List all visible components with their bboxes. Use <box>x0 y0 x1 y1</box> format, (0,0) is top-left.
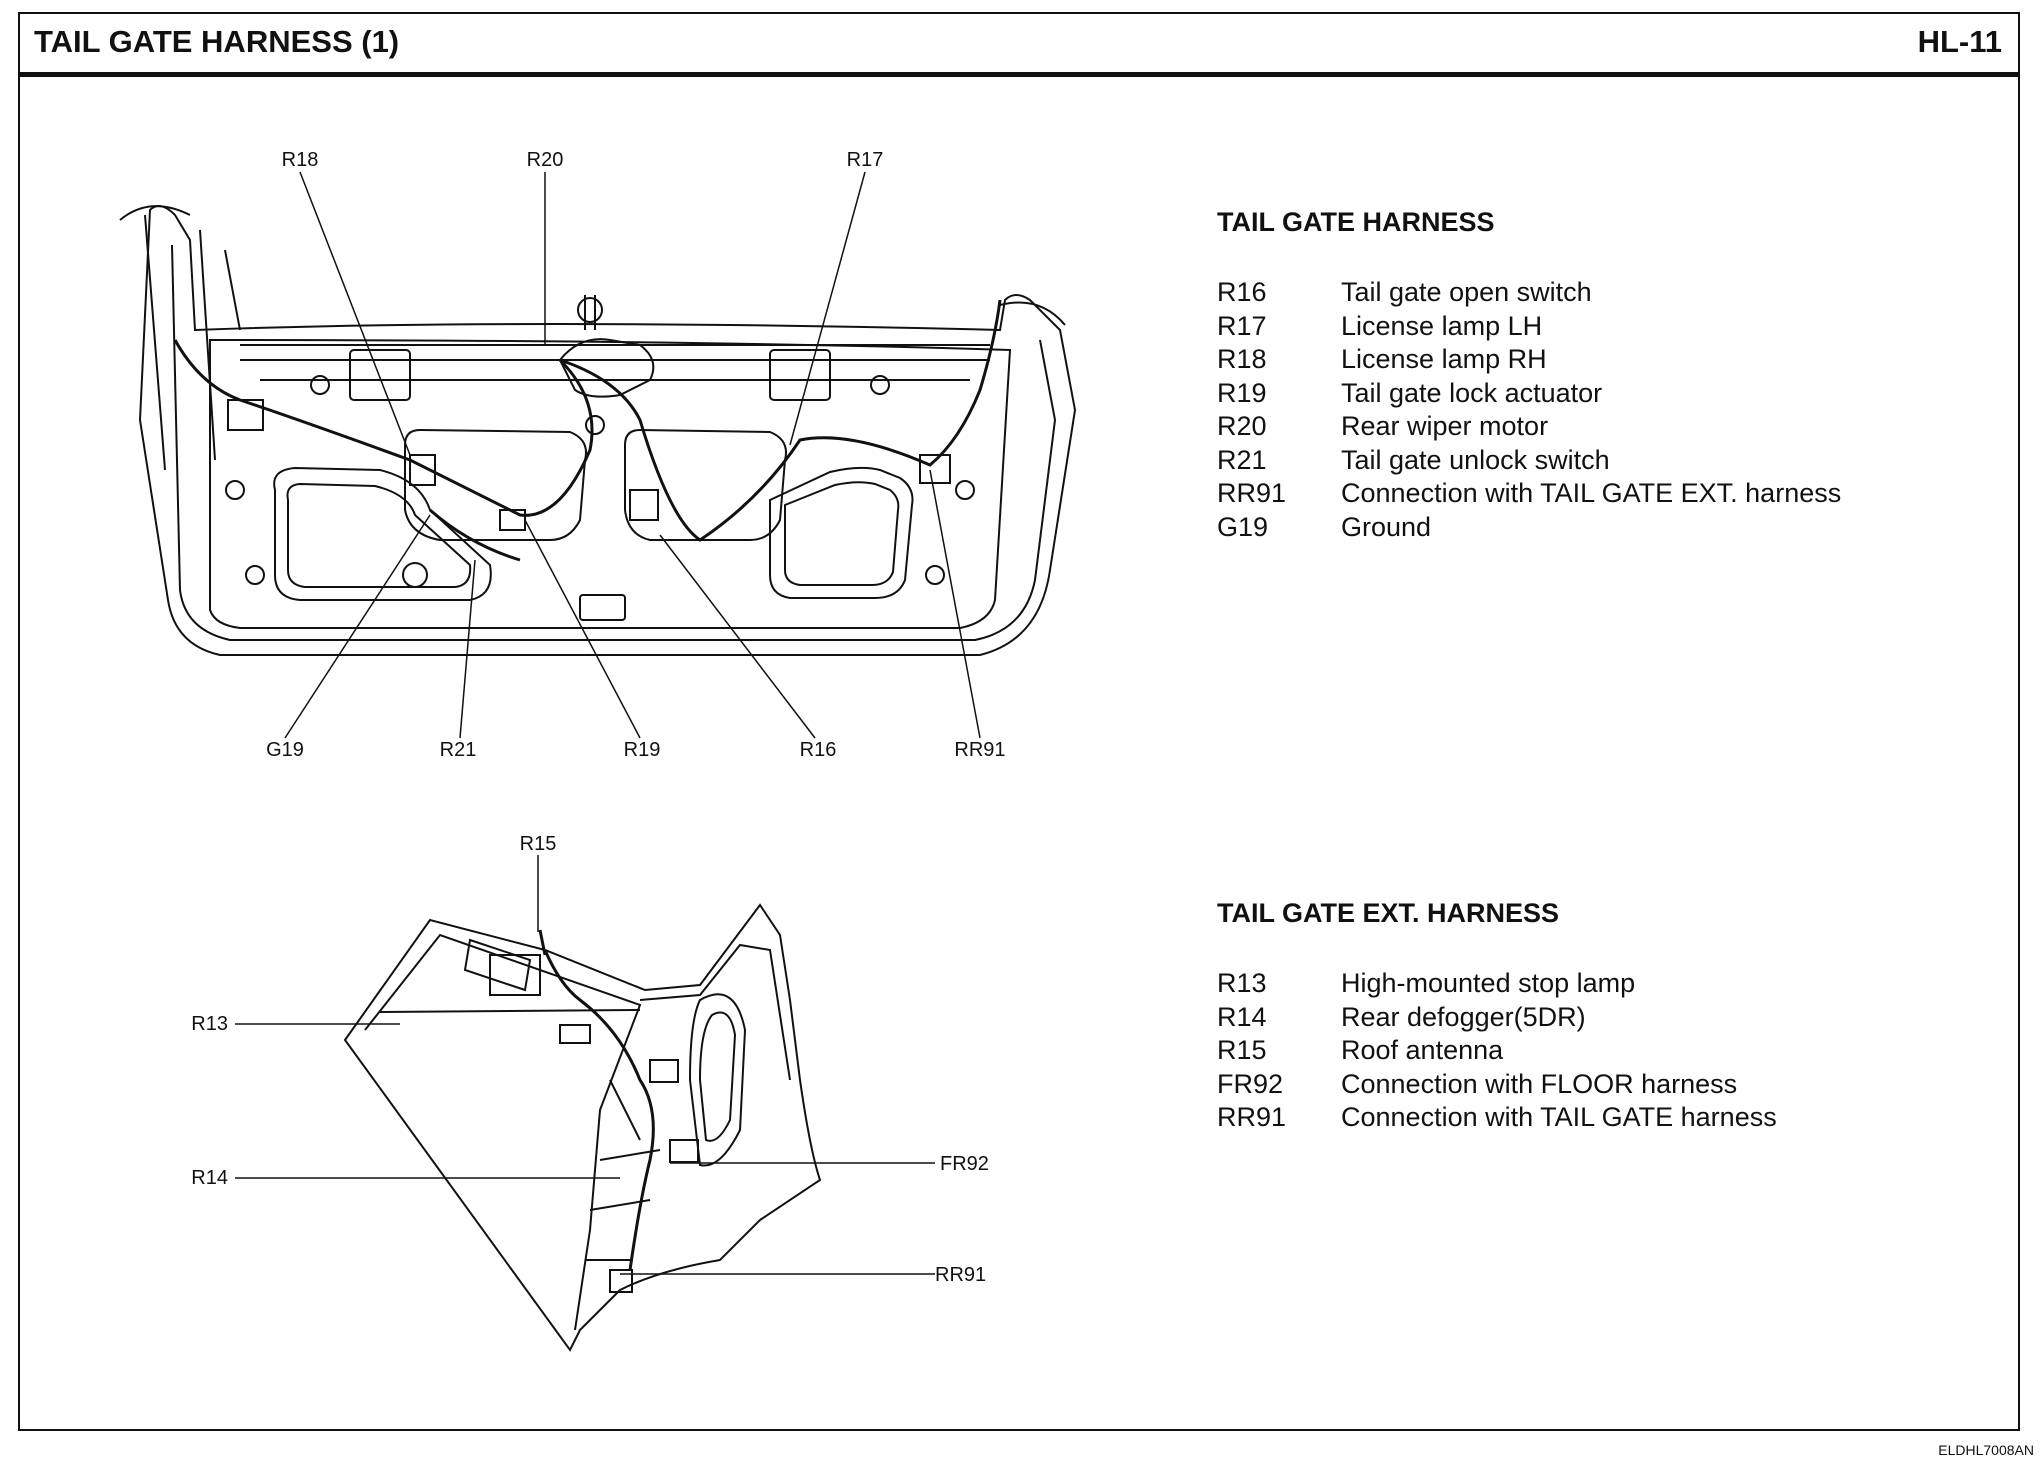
legend-desc: Connection with TAIL GATE EXT. harness <box>1341 478 1842 508</box>
top-leader-lines <box>284 171 981 739</box>
legend-title: TAIL GATE HARNESS <box>1217 207 1495 237</box>
page-frame: TAIL GATE HARNESS (1) HL-11 <box>18 12 2020 1431</box>
callout-rr91-bottom: RR91 <box>935 1264 986 1286</box>
legend-desc: License lamp LH <box>1341 310 1543 341</box>
legend-desc: Connection with FLOOR harness <box>1341 1068 1738 1099</box>
legend-code: G19 <box>1217 511 1269 542</box>
top-callout-labels: R18 R20 R17 G19 R21 R19 R16 RR91 <box>266 149 1005 761</box>
legend-code: R15 <box>1217 1035 1267 1065</box>
page-title: TAIL GATE HARNESS (1) <box>34 24 400 59</box>
legend-title: TAIL GATE EXT. HARNESS <box>1217 898 1560 928</box>
legend-code: RR91 <box>1217 1102 1287 1132</box>
legend-row: R15 Roof antenna <box>1217 1034 1997 1068</box>
legend-desc: Tail gate unlock switch <box>1341 444 1610 475</box>
callout-rr91-top: RR91 <box>954 739 1005 761</box>
legend-row: R18 License lamp RH <box>1217 343 1997 377</box>
tail-gate-ext-drawing <box>343 903 822 1352</box>
legend-tail-gate-ext-harness: TAIL GATE EXT. HARNESS R13 High-mounted s… <box>1217 898 1997 1135</box>
legend-code: R16 <box>1217 277 1267 307</box>
callout-g19: G19 <box>266 739 304 761</box>
legend-row: RR91 Connection with TAIL GATE EXT. harne… <box>1217 477 1997 511</box>
callout-r16: R16 <box>800 739 837 761</box>
legend-desc: Tail gate open switch <box>1341 277 1592 307</box>
page-code: HL-11 <box>1917 24 2002 59</box>
legend-row: G19 Ground <box>1217 511 1997 545</box>
legend-row: R20 Rear wiper motor <box>1217 410 1997 444</box>
legend-desc: High-mounted stop lamp <box>1341 968 1636 998</box>
legend-code: R18 <box>1217 344 1267 374</box>
page-header: TAIL GATE HARNESS (1) HL-11 <box>20 14 2018 77</box>
legend-row: R14 Rear defogger(5DR) <box>1217 1001 1997 1035</box>
legend-code: FR92 <box>1217 1068 1284 1099</box>
callout-r21: R21 <box>440 739 477 761</box>
callout-r13: R13 <box>191 1013 228 1035</box>
legend-desc: Ground <box>1341 511 1432 542</box>
bottom-leader-lines <box>235 855 935 1275</box>
figure-code: ELDHL7008AN <box>1938 1442 2034 1458</box>
legend-desc: Rear defogger(5DR) <box>1341 1001 1586 1032</box>
legend-desc: Rear wiper motor <box>1341 411 1549 441</box>
legend-row: RR91 Connection with TAIL GATE harness <box>1217 1101 1997 1135</box>
legend-code: R13 <box>1217 968 1267 998</box>
callout-r17: R17 <box>847 149 884 171</box>
legend-desc: Tail gate lock actuator <box>1341 377 1603 408</box>
legend-row: R19 Tail gate lock actuator <box>1217 377 1997 411</box>
callout-fr92: FR92 <box>940 1153 989 1175</box>
legend-desc: Connection with TAIL GATE harness <box>1341 1102 1777 1132</box>
tail-gate-panel-drawing <box>119 205 1077 656</box>
legend-code: R19 <box>1217 377 1267 408</box>
legend-code: R21 <box>1217 444 1267 475</box>
legend-code: R20 <box>1217 411 1267 441</box>
legend-tail-gate-harness: TAIL GATE HARNESS R16 Tail gate open swit… <box>1217 207 1997 544</box>
legend-row: R13 High-mounted stop lamp <box>1217 967 1997 1001</box>
callout-r20: R20 <box>527 149 564 171</box>
legend-desc: Roof antenna <box>1341 1035 1504 1065</box>
legend-code: RR91 <box>1217 478 1287 508</box>
legend-row: FR92 Connection with FLOOR harness <box>1217 1068 1997 1102</box>
legend-row: R16 Tail gate open switch <box>1217 276 1997 310</box>
callout-r18: R18 <box>282 149 319 171</box>
legend-row: R17 License lamp LH <box>1217 310 1997 344</box>
callout-r15: R15 <box>520 833 557 855</box>
callout-r14: R14 <box>191 1167 228 1189</box>
legend-desc: License lamp RH <box>1341 344 1547 374</box>
callout-r19: R19 <box>624 739 661 761</box>
legend-code: R17 <box>1217 310 1267 341</box>
legend-row: R21 Tail gate unlock switch <box>1217 444 1997 478</box>
legend-code: R14 <box>1217 1001 1267 1032</box>
bottom-callout-labels: R15 R13 R14 FR92 RR91 <box>191 833 989 1286</box>
